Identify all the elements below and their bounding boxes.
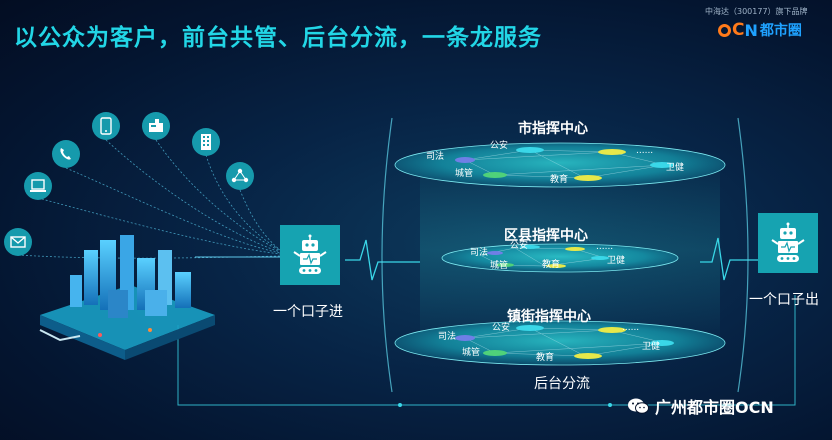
backend-dispatch-label: 后台分流 — [534, 376, 590, 392]
city-node-d: 教育 — [550, 175, 569, 185]
nodes-district — [487, 245, 609, 268]
robot-icon — [771, 222, 805, 262]
wechat-watermark: 广州都市圈OCN — [627, 393, 774, 419]
city-center-title: 市指挥中心 — [518, 121, 588, 137]
logo-letter-n: N — [744, 20, 758, 40]
mail-icon — [10, 236, 26, 248]
district-node-c: 城管 — [490, 261, 509, 271]
town-center-title: 镇街指挥中心 — [507, 309, 591, 325]
town-node-a: 公安 — [492, 323, 511, 333]
district-node-e: 卫健 — [607, 256, 626, 266]
logo-letter-c: C — [732, 20, 745, 40]
town-node-f: ...... — [622, 323, 640, 333]
city-node-f: ...... — [636, 146, 654, 156]
district-node-d: 教育 — [542, 260, 561, 270]
mobile-icon — [100, 117, 112, 135]
town-node-c: 城管 — [462, 348, 481, 358]
page-title: 以公众为客户，前台共管、后台分流，一条龙服务 — [14, 25, 542, 51]
city-illustration — [39, 235, 215, 360]
exit-label: 一个口子出 — [749, 292, 819, 308]
entry-robot-box[interactable] — [280, 225, 340, 285]
laptop-icon-circle[interactable] — [24, 172, 52, 200]
logo-name: 都市圈 — [759, 23, 802, 39]
city-node-c: 城管 — [455, 169, 474, 179]
wechat-icon — [628, 398, 649, 414]
district-node-a: 公安 — [510, 241, 529, 251]
phone-icon-circle[interactable] — [52, 140, 80, 168]
city-node-b: 司法 — [426, 152, 445, 162]
laptop-icon — [30, 179, 46, 192]
logo-ring-icon — [718, 23, 731, 37]
network-icon-circle[interactable] — [226, 162, 254, 190]
town-node-d: 教育 — [536, 353, 555, 363]
entry-label: 一个口子进 — [273, 304, 343, 320]
sub-brand-text: 中海达（300177）旗下品牌 — [705, 7, 808, 16]
nodes-town — [455, 325, 674, 359]
network-icon — [231, 168, 249, 183]
district-center-title: 区县指挥中心 — [504, 228, 588, 244]
mailbox-icon — [149, 119, 163, 132]
nodes-city — [455, 147, 674, 181]
town-node-e: 卫健 — [642, 342, 661, 352]
phone-icon — [60, 148, 71, 160]
building-icon-circle[interactable] — [192, 128, 220, 156]
channel-lines — [17, 139, 281, 259]
exit-robot-box[interactable] — [758, 213, 818, 273]
district-node-b: 司法 — [470, 248, 489, 258]
ocn-logo: C N 都市圈 — [718, 19, 802, 41]
robot-icon — [293, 234, 327, 274]
city-node-e: 卫健 — [666, 163, 685, 173]
town-node-b: 司法 — [438, 332, 457, 342]
mail-icon-circle[interactable] — [4, 228, 32, 256]
mobile-icon-circle[interactable] — [92, 112, 120, 140]
district-node-f: ...... — [596, 242, 614, 252]
building-icon — [201, 134, 211, 150]
mailbox-icon-circle[interactable] — [142, 112, 170, 140]
city-node-a: 公安 — [490, 141, 509, 151]
watermark-text: 广州都市圈OCN — [655, 398, 774, 417]
